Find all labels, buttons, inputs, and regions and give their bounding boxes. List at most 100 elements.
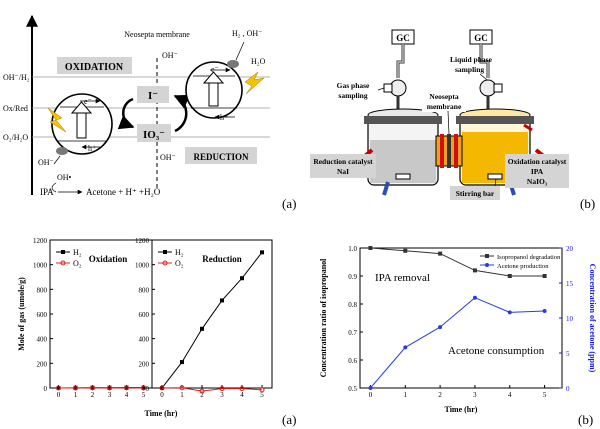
data-point	[260, 250, 264, 255]
stirring-bar-box	[450, 186, 500, 200]
data-point	[179, 385, 185, 391]
legend-marker	[61, 250, 65, 254]
data-point	[73, 385, 78, 391]
x-tick-label: 5	[543, 391, 547, 399]
acetone-point	[368, 386, 373, 390]
y-tick-label: 0	[44, 385, 48, 393]
y-tick-label: 800	[37, 286, 48, 294]
mechanism-schematic: OH⁻/H₂ Ox/Red O₂/H₂O OXIDATION REDUCTION…	[3, 14, 296, 211]
h2-oh-products: H₂ , OH⁻	[232, 29, 262, 38]
x-tick-label: 3	[473, 391, 477, 399]
panel-annotation: Oxidation	[89, 254, 128, 264]
x-axis-label: Time (hr)	[145, 409, 178, 418]
reaction-products: Acetone + H⁺ +H₂O	[86, 187, 161, 197]
data-point	[124, 385, 129, 391]
level-label-oh-h2: OH⁻/H₂	[3, 73, 30, 82]
data-point	[259, 387, 265, 393]
x-tick-label: 2	[438, 391, 442, 399]
hole-right: h⁺	[220, 113, 228, 122]
acetone-line	[370, 297, 545, 389]
x-tick-label: 0	[160, 391, 164, 399]
oh-minus-left: OH⁻	[38, 158, 54, 167]
x-tick-label: 0	[369, 391, 373, 399]
membrane-label: Neosepta membrane	[124, 30, 190, 39]
data-point	[159, 385, 165, 391]
y2-axis-label: Concentration of acetone (ppm)	[588, 264, 597, 373]
liquid-sampling-label-2: sampling	[455, 65, 484, 74]
data-point	[180, 360, 184, 365]
ipa-point	[542, 274, 547, 278]
y-tick-label: 600	[139, 311, 150, 319]
reaction-ipa: IPA	[40, 187, 54, 197]
annotation-ipa-removal: IPA removal	[375, 272, 430, 284]
cocatalyst-left	[56, 147, 68, 155]
iodide-label: I⁻	[148, 90, 158, 102]
y2-tick-label: 20	[566, 245, 574, 253]
iodate-label: IO₃⁻	[143, 129, 165, 141]
legend-marker	[485, 254, 489, 258]
y-tick-label: 0.6	[348, 357, 357, 365]
acetone-point	[472, 295, 477, 300]
y-tick-label: 0.9	[348, 273, 357, 281]
oxidation-box	[57, 57, 132, 74]
membrane-label-2: membrane	[427, 102, 462, 111]
legend-marker	[485, 263, 489, 267]
reactor-apparatus: GC GC Gas phase sampling Liquid phase sa…	[310, 29, 595, 211]
legend-label: Isopropanol degradation	[497, 254, 561, 261]
data-point	[200, 326, 204, 331]
legend-marker	[163, 250, 167, 254]
data-point	[56, 385, 61, 391]
legend-label: H₂	[73, 248, 82, 257]
oh-minus-bottom: OH⁻	[160, 153, 176, 162]
gas-sampling-label-1: Gas phase	[337, 81, 370, 90]
reduction-label: REDUCTION	[193, 152, 249, 162]
light-bolt-icon	[47, 107, 67, 133]
x-axis-label: Time (hr)	[445, 405, 478, 414]
data-point	[199, 388, 205, 394]
reduction-catalyst-box	[310, 154, 376, 178]
electron-right: e⁻	[211, 65, 219, 74]
panel-tag-a: (a)	[282, 196, 296, 211]
data-point	[240, 276, 244, 281]
y-tick-label: 1200	[135, 237, 150, 245]
legend-marker	[60, 260, 66, 266]
oxidation-catalyst-box	[505, 154, 569, 188]
legend-label: H₂	[175, 248, 184, 257]
data-point	[90, 385, 95, 391]
legend-marker	[162, 260, 168, 266]
y-axis-label: Mole of gas (umole/g)	[17, 277, 26, 351]
oxidation-label: OXIDATION	[65, 62, 124, 73]
y-tick-label: 1.0	[348, 245, 357, 253]
y-tick-label: 1200	[33, 237, 48, 245]
membrane-label-box	[422, 90, 466, 112]
cocatalyst-right	[227, 60, 239, 68]
y-tick-label: 400	[37, 336, 48, 344]
x-tick-label: 1	[74, 391, 78, 399]
panel-annotation: Reduction	[202, 254, 242, 264]
y-tick-label: 1000	[33, 262, 48, 270]
y-tick-label: 200	[37, 360, 48, 368]
ipa-line	[370, 247, 545, 277]
x-tick-label: 5	[142, 391, 146, 399]
y-tick-label: 0.5	[348, 385, 357, 393]
acetone-point	[542, 309, 547, 313]
reduction-catalyst-label: Reduction catalyst	[313, 157, 373, 166]
y2-tick-label: 10	[566, 315, 574, 323]
iodide-box	[137, 86, 169, 103]
panel-tag-b: (b)	[580, 196, 595, 211]
x-tick-label: 2	[200, 391, 204, 399]
annotation-acetone: Acetone consumption	[448, 345, 545, 357]
y-tick-label: 400	[139, 336, 150, 344]
x-tick-label: 0	[57, 391, 61, 399]
x-tick-label: 5	[260, 391, 264, 399]
x-tick-label: 4	[240, 391, 244, 399]
membrane-label-1: Neosepta	[429, 92, 458, 101]
x-tick-label: 3	[220, 391, 224, 399]
ipa-point	[438, 251, 443, 256]
y-tick-label: 0.7	[348, 329, 357, 337]
ipa-point	[507, 274, 512, 278]
data-point	[107, 385, 112, 391]
y2-tick-label: 0	[566, 385, 570, 393]
